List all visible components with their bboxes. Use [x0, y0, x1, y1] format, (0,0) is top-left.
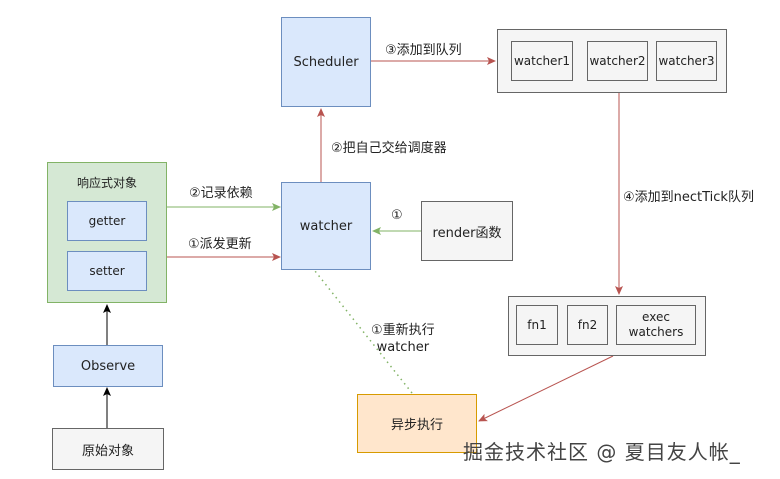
watcher2-node: watcher2 [587, 41, 648, 81]
getter-label: getter [88, 214, 126, 228]
exec-watchers-line2: watchers [628, 325, 684, 339]
label-add-to-nexttick: ④添加到nectTick队列 [623, 190, 754, 205]
label-rerun-line1: ①重新执行 [371, 323, 435, 338]
observe-label: Observe [80, 358, 136, 374]
watcher1-label: watcher1 [513, 54, 571, 68]
scheduler-label: Scheduler [293, 54, 359, 70]
watermark: 掘金技术社区 @ 夏目友人帐_ [463, 440, 741, 464]
setter-node: setter [67, 251, 147, 291]
watcher2-label: watcher2 [589, 54, 646, 68]
label-record-deps: ②记录依赖 [189, 186, 253, 201]
label-rerun-line2: watcher [376, 340, 430, 355]
watcher-node: watcher [281, 182, 371, 270]
raw-object-node: 原始对象 [52, 428, 164, 470]
raw-object-label: 原始对象 [81, 443, 134, 459]
edge-to-async [478, 355, 614, 422]
label-render-step: ① [391, 208, 403, 223]
watcher1-node: watcher1 [511, 41, 573, 81]
observe-node: Observe [53, 345, 163, 387]
exec-watchers-node: exec watchers [616, 305, 696, 345]
label-rerun-watcher: ①重新执行 watcher [371, 322, 435, 356]
watcher-label: watcher [299, 218, 353, 234]
watcher3-node: watcher3 [656, 41, 717, 81]
render-function-node: render函数 [421, 201, 513, 261]
label-add-to-queue: ③添加到队列 [385, 43, 462, 58]
scheduler-node: Scheduler [281, 17, 371, 107]
fn2-node: fn2 [567, 305, 608, 345]
exec-watchers-line1: exec [642, 310, 670, 324]
getter-node: getter [67, 201, 147, 241]
render-function-label: render函数 [432, 225, 502, 241]
edge-rerun-watcher [314, 270, 413, 394]
label-dispatch-update: ①派发更新 [188, 237, 252, 252]
watcher3-label: watcher3 [658, 54, 715, 68]
fn1-label: fn1 [527, 318, 547, 332]
async-exec-node: 异步执行 [357, 394, 477, 453]
label-hand-to-scheduler: ②把自己交给调度器 [331, 141, 447, 156]
fn2-label: fn2 [577, 318, 598, 332]
async-exec-label: 异步执行 [390, 418, 443, 433]
fn1-node: fn1 [516, 305, 558, 345]
setter-label: setter [89, 264, 125, 278]
reactive-object-title: 响应式对象 [76, 176, 137, 190]
